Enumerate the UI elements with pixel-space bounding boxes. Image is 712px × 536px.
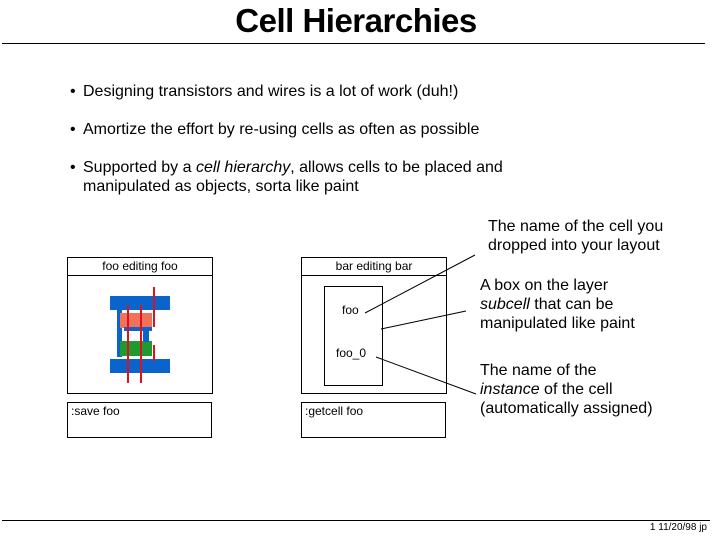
metal-strap-left bbox=[117, 305, 122, 357]
poly-top-extension bbox=[153, 287, 155, 327]
footer-text: 1 11/20/98 jp bbox=[649, 522, 707, 533]
bullet-2: • Amortize the effort by re-using cells a… bbox=[70, 120, 479, 139]
bullet-3-emphasis: cell hierarchy bbox=[195, 159, 291, 176]
transistor-cell-layout bbox=[110, 287, 170, 383]
callout-line-box bbox=[380, 310, 467, 330]
instance-name-label: foo_0 bbox=[336, 346, 367, 360]
bullet-marker: • bbox=[70, 83, 76, 100]
annotation-instance-line2: instance of the cell bbox=[480, 381, 613, 398]
annotation-instance-emphasis: instance bbox=[480, 381, 540, 398]
annotation-instance: The name of the instance of the cell (au… bbox=[480, 361, 653, 418]
metal-contact-horizontal bbox=[124, 327, 152, 331]
annotation-cell-name-line1: The name of the cell you bbox=[488, 218, 664, 235]
annotation-box-line3: manipulated like paint bbox=[480, 315, 635, 332]
poly-bottom-extension bbox=[153, 345, 155, 361]
title-rule bbox=[2, 43, 705, 44]
annotation-cell-name-line2: dropped into your layout bbox=[488, 237, 660, 254]
annotation-instance-line1: The name of the bbox=[480, 362, 597, 379]
bullet-1-text: Designing transistors and wires is a lot… bbox=[83, 83, 459, 100]
poly-gate-right bbox=[140, 305, 142, 383]
metal-contact-vertical bbox=[144, 330, 149, 342]
bullet-3-text-pre: Supported by a bbox=[83, 159, 196, 176]
callout-line-cell-name bbox=[364, 254, 476, 314]
right-command-box[interactable]: :getcell foo bbox=[301, 402, 446, 438]
callout-line-instance bbox=[375, 356, 477, 395]
bullet-1: • Designing transistors and wires is a lo… bbox=[70, 82, 458, 101]
annotation-cell-name: The name of the cell you dropped into yo… bbox=[488, 217, 663, 255]
poly-gate-left bbox=[127, 305, 129, 383]
annotation-box-emphasis: subcell bbox=[480, 296, 530, 313]
bullet-marker: • bbox=[70, 159, 76, 176]
annotation-instance-line3: (automatically assigned) bbox=[480, 400, 653, 417]
page-title: Cell Hierarchies bbox=[235, 2, 477, 39]
annotation-box-line2: subcell that can be bbox=[480, 296, 614, 313]
left-command-box[interactable]: :save foo bbox=[67, 402, 212, 438]
bullet-3: • Supported by a cell hierarchy, allows c… bbox=[70, 158, 503, 196]
cell-name-label: foo bbox=[342, 303, 359, 317]
bullet-3-text-post: , allows cells to be placed and bbox=[290, 159, 503, 176]
annotation-box-line1: A box on the layer bbox=[480, 277, 609, 294]
annotation-box: A box on the layer subcell that can be m… bbox=[480, 276, 635, 333]
bullet-marker: • bbox=[70, 121, 76, 138]
footer-rule bbox=[2, 520, 710, 521]
subcell-box[interactable] bbox=[324, 286, 383, 386]
bullet-3-continuation: manipulated as objects, sorta like paint bbox=[83, 178, 359, 195]
bullet-2-text: Amortize the effort by re-using cells as… bbox=[83, 121, 480, 138]
